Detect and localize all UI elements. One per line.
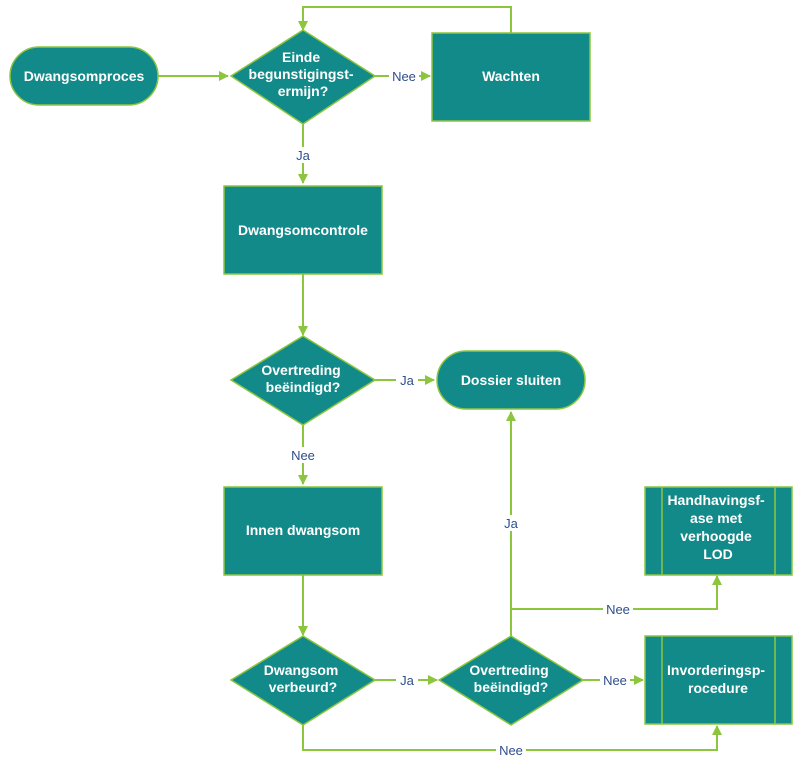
edge-label-nee: Nee — [606, 602, 630, 617]
subprocess-invorderingsprocedure — [644, 635, 793, 725]
nodes — [9, 29, 793, 726]
process-wachten — [431, 32, 591, 122]
process-dwangsomcontrole — [223, 185, 383, 275]
label-overtreding-beeindigd: Overtreding beëindigd? — [261, 362, 344, 395]
edge-label-nee: Nee — [499, 743, 523, 758]
edge-wachten-loop-back — [298, 6, 512, 33]
label-dwangsomproces: Dwangsomproces — [24, 68, 145, 84]
decision-dwangsom-verbeurd — [229, 635, 377, 726]
subprocess-bars — [661, 487, 776, 724]
edge-label-ja: Ja — [504, 516, 519, 531]
subprocess-handhavingsfase — [644, 486, 793, 576]
label-einde-begunstigingstermijn: Einde begunstigingst- ermijn? — [249, 49, 358, 99]
edge-label-ja: Ja — [400, 673, 415, 688]
edge-label-ja: Ja — [296, 148, 311, 163]
terminator-dossier-sluiten — [436, 350, 586, 410]
edge-labels: Nee Ja Ja Nee Ja Ja Nee Nee Nee — [288, 68, 633, 758]
decision-overtreding-beeindigd-1 — [229, 335, 377, 426]
edge-label-nee: Nee — [291, 448, 315, 463]
label-innen-dwangsom: Innen dwangsom — [246, 522, 360, 538]
label-dwangsom-verbeurd: Dwangsom verbeurd? — [264, 662, 343, 695]
label-dossier-sluiten: Dossier sluiten — [461, 372, 561, 388]
start-terminator — [9, 46, 159, 106]
label-handhavingsfase: Handhavingsf- ase met verhoogde LOD — [667, 492, 768, 562]
label-invorderingsprocedure: Invorderingsp- rocedure — [667, 662, 769, 696]
edge-label-ja: Ja — [400, 373, 415, 388]
decision-overtreding-beeindigd-2 — [437, 635, 585, 726]
node-labels: Dwangsomproces Einde begunstigingst- erm… — [24, 49, 769, 696]
label-wachten: Wachten — [482, 68, 540, 84]
edge-label-nee: Nee — [603, 673, 627, 688]
decision-einde-begunstigingstermijn — [229, 29, 377, 125]
edge-label-nee: Nee — [392, 69, 416, 84]
label-dwangsomcontrole: Dwangsomcontrole — [238, 222, 368, 238]
process-innen-dwangsom — [223, 486, 383, 576]
label-overtreding-beeindigd: Overtreding beëindigd? — [469, 662, 552, 695]
edge-to-handhavingsfase — [511, 575, 722, 610]
